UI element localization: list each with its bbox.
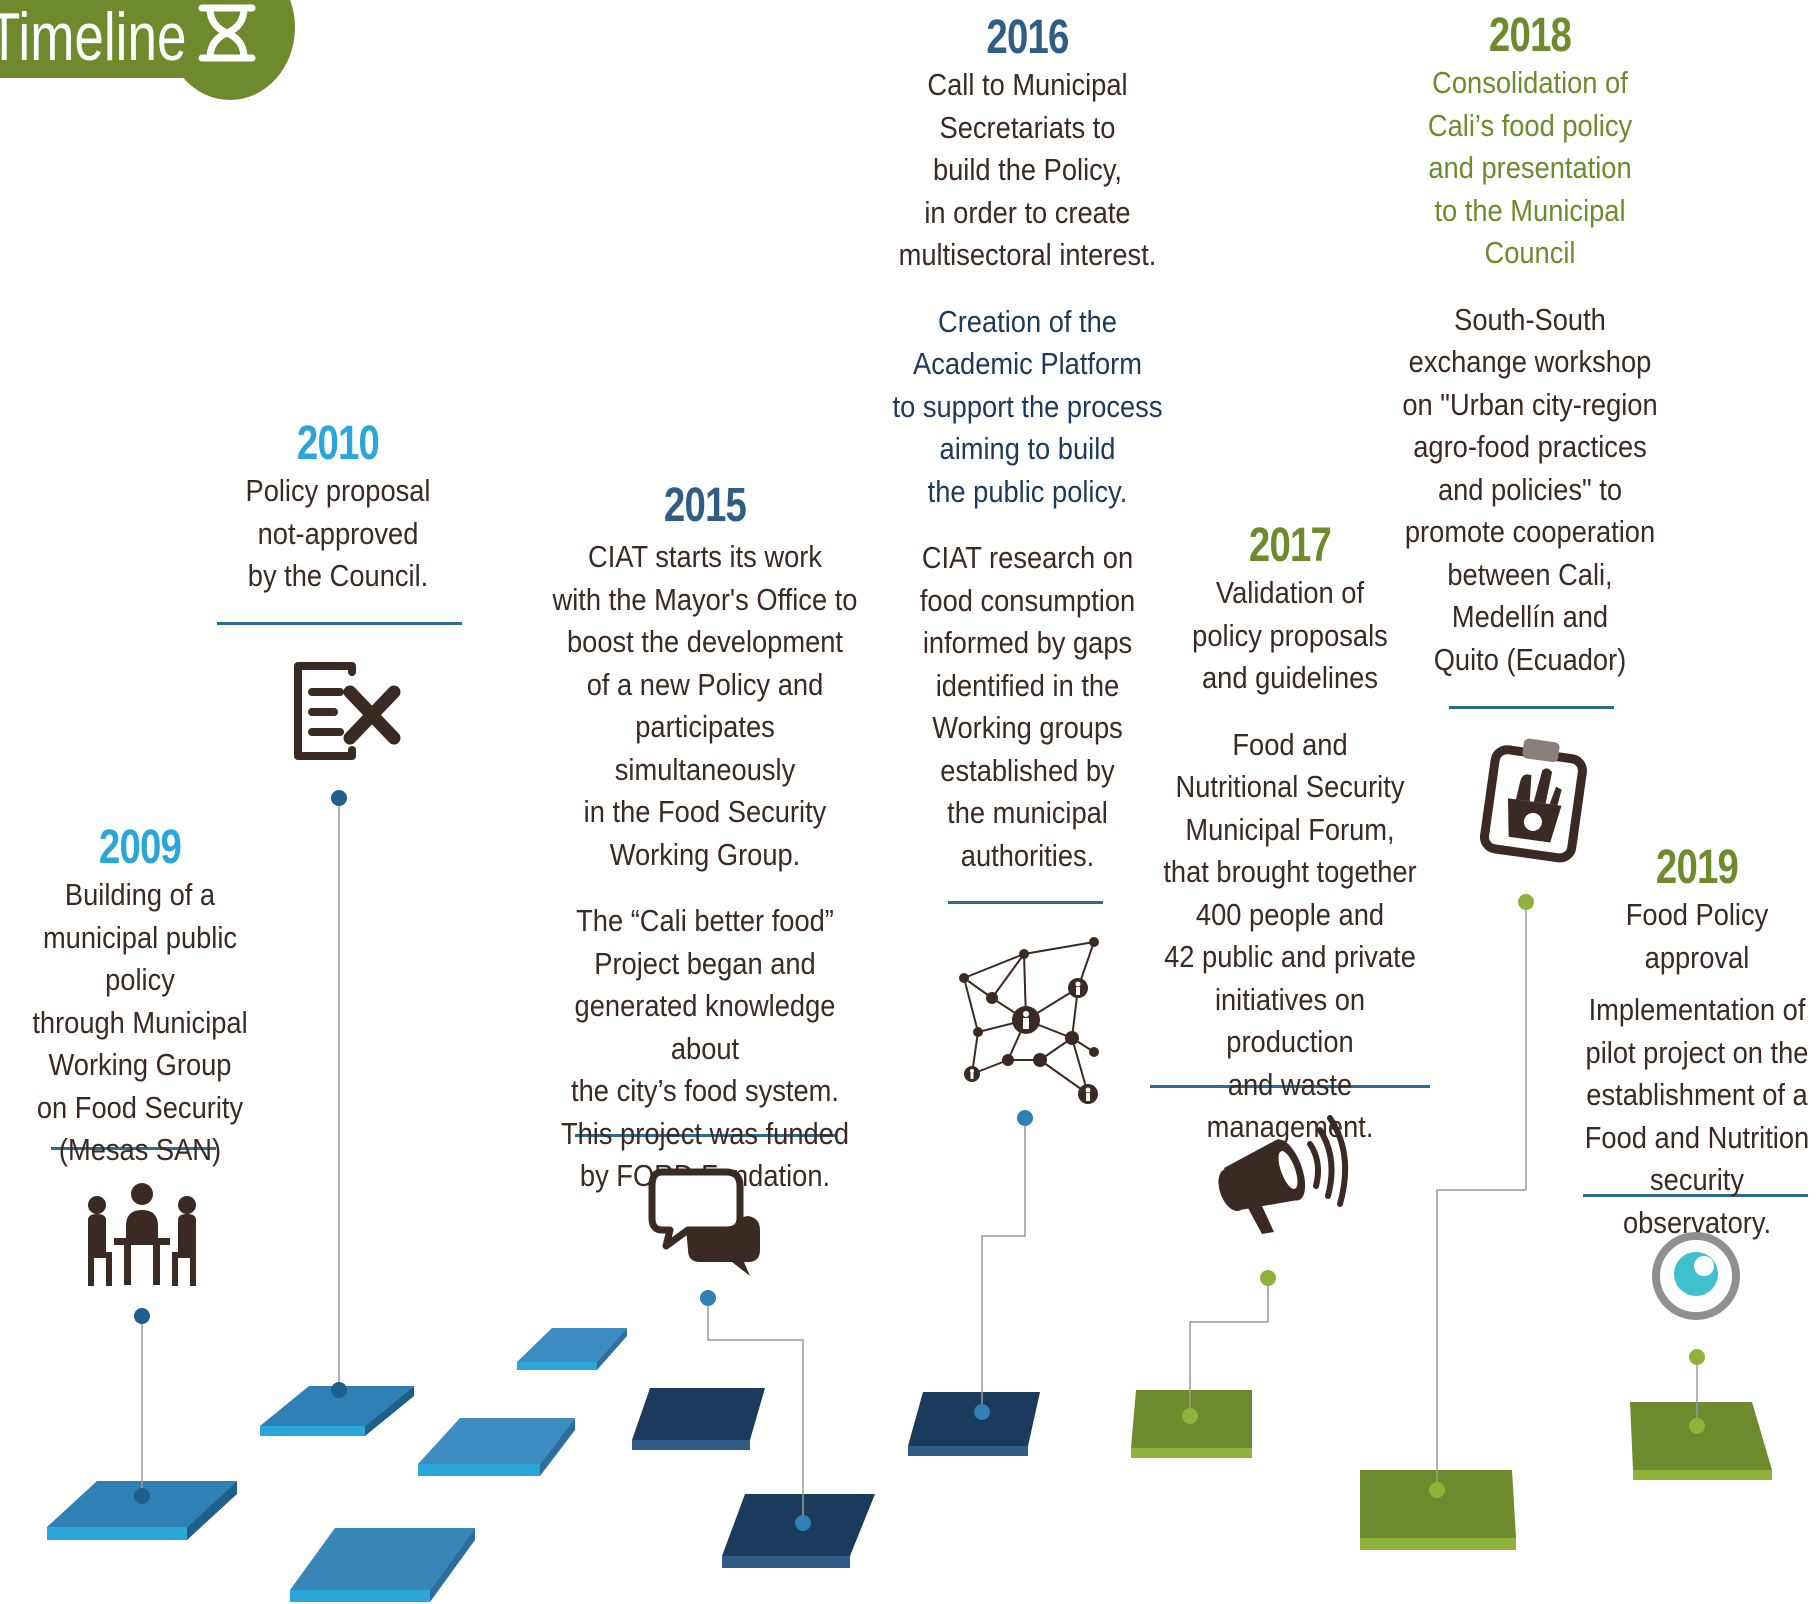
event-2019: 2019 Food Policy approval Implementation… [1562, 842, 1818, 1244]
event-year: 2015 [663, 479, 747, 532]
platform-2015-b [722, 1494, 875, 1568]
chat-bubbles-icon [648, 1168, 760, 1276]
rule-2016 [948, 901, 1103, 904]
platform-blue-c [290, 1528, 475, 1602]
event-text: Implementation of pilot project on the e… [1584, 992, 1810, 1240]
platform-2019 [1630, 1402, 1772, 1480]
platform-blue-b [517, 1328, 627, 1370]
rule-2009 [51, 1147, 216, 1150]
event-year: 2019 [1655, 841, 1739, 894]
rule-2019 [1583, 1194, 1808, 1197]
event-year: 2016 [986, 11, 1069, 64]
event-year: 2010 [296, 417, 380, 470]
event-2010: 2010 Policy proposal not-approved by the… [198, 418, 478, 598]
event-text: Consolidation of Cali’s food policy and … [1427, 65, 1633, 270]
megaphone-icon [1218, 1115, 1349, 1234]
event-2015: 2015 CIAT starts its work with the Mayor… [530, 480, 880, 1198]
event-text: Building of a municipal public policy th… [32, 877, 248, 1167]
event-2016: 2016 Call to Municipal Secretariats to b… [870, 12, 1185, 877]
platform-2018 [1360, 1470, 1516, 1550]
event-year: 2009 [98, 821, 182, 874]
connector-dots [134, 790, 1705, 1531]
event-text: Food Policy approval [1625, 897, 1769, 975]
meeting-people-icon [88, 1183, 196, 1286]
event-year: 2018 [1488, 9, 1572, 62]
event-2009: 2009 Building of a municipal public poli… [0, 822, 280, 1172]
rule-2010 [217, 622, 462, 625]
event-text: CIAT research on food consumption inform… [919, 540, 1136, 873]
event-text: South-South exchange workshop on "Urban … [1402, 301, 1658, 677]
event-2018: 2018 Consolidation of Cali’s food policy… [1375, 10, 1685, 681]
header-title: Timeline [0, 0, 187, 75]
platform-2016 [908, 1392, 1040, 1456]
rule-2018 [1449, 706, 1614, 709]
connector-lines [141, 798, 1698, 1523]
platform-2015-a [632, 1388, 765, 1450]
event-text: CIAT starts its work with the Mayor's Of… [552, 539, 858, 872]
people-network-icon [959, 937, 1099, 1104]
platform-2017 [1131, 1390, 1252, 1458]
event-text: The “Cali better food” Project began and… [560, 903, 850, 1193]
platform-blue-a [418, 1418, 575, 1476]
event-text: Food and Nutritional Security Municipal … [1163, 726, 1417, 1145]
event-2017: 2017 Validation of policy proposals and … [1130, 520, 1450, 1149]
rejected-document-icon [294, 662, 401, 760]
event-text: Call to Municipal Secretariats to build … [898, 67, 1157, 272]
platform-2010 [260, 1386, 414, 1436]
event-text: Policy proposal not-approved by the Coun… [245, 473, 431, 593]
eye-observatory-icon [1652, 1232, 1740, 1320]
rule-2015 [575, 1134, 835, 1137]
event-text: Validation of policy proposals and guide… [1192, 575, 1388, 695]
event-text: Creation of the Academic Platform to sup… [892, 303, 1163, 509]
event-year: 2017 [1248, 519, 1332, 572]
hourglass-icon [198, 4, 256, 62]
food-clipboard-icon [1480, 738, 1587, 863]
rule-2017 [1150, 1085, 1430, 1088]
